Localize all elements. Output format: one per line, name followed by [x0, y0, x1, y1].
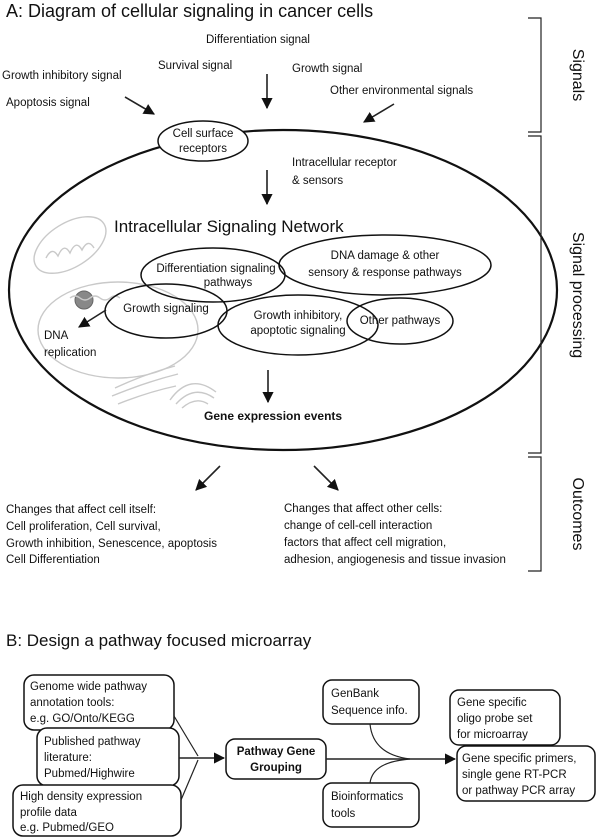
processing-side-label: Signal processing	[569, 232, 586, 358]
growth-signaling-label: Growth signaling	[123, 303, 209, 315]
differentiation-pathway-line-2: pathways	[204, 277, 253, 289]
oligo-line-1: Gene specific	[457, 697, 527, 709]
oligo-probe-box	[449, 689, 561, 746]
expression-data-box	[12, 784, 182, 837]
primers-line-3: or pathway PCR array	[462, 785, 575, 797]
nucleus-shape	[37, 281, 199, 379]
outcome-other-line: adhesion, angiogenesis and tissue invasi…	[284, 554, 506, 566]
bioinformatics-box	[322, 782, 420, 828]
intracellular-receptor-line-1: Intracellular receptor	[292, 157, 397, 169]
outcome-self-line: Growth inhibition, Senescence, apoptosis	[6, 538, 217, 550]
dna-damage-line-1: DNA damage & other	[331, 250, 440, 262]
outcome-other-line: factors that affect cell migration,	[284, 537, 446, 549]
genbank-line-2: Sequence info.	[331, 705, 408, 717]
part-b-title: B: Design a pathway focused microarray	[6, 631, 312, 650]
network-title: Intracellular Signaling Network	[114, 217, 344, 236]
genbank-line-1: GenBank	[331, 688, 379, 700]
dna-damage-pathway-oval	[278, 234, 492, 296]
outcome-self-line: Changes that affect cell itself:	[6, 504, 156, 516]
processing-bracket	[528, 135, 542, 454]
growth-inhibitory-line-1: Growth inhibitory,	[254, 310, 343, 322]
differentiation-signal-label: Differentiation signal	[206, 34, 310, 46]
differentiation-pathway-line-1: Differentiation signaling	[156, 263, 275, 275]
gene-expression-label: Gene expression events	[204, 409, 342, 423]
outcome-other-line: Changes that affect other cells:	[284, 503, 442, 515]
outcomes-self-block: Changes that affect cell itself: Cell pr…	[6, 504, 217, 566]
outcomes-other-block: Changes that affect other cells: change …	[284, 503, 506, 566]
mitochondrion-shape	[33, 216, 107, 274]
part-a-title: A: Diagram of cellular signaling in canc…	[6, 1, 373, 21]
literature-line-1: Published pathway	[44, 736, 141, 748]
growth-inhibitory-pathway-oval	[217, 294, 379, 356]
growth-signal-label: Growth signal	[292, 63, 362, 75]
genbank-box	[322, 679, 420, 725]
outcome-other-arrow	[313, 465, 339, 491]
receptors-line-1: Cell surface	[173, 128, 234, 140]
bioinformatics-line-1: Bioinformatics	[331, 791, 403, 803]
growth-inhibitory-arrow	[124, 96, 155, 115]
expression-connector	[180, 759, 199, 801]
genome-connector	[173, 715, 199, 757]
oligo-line-3: for microarray	[457, 729, 528, 741]
outcome-self-arrow	[195, 465, 221, 491]
grouping-line-1: Pathway Gene	[237, 746, 316, 758]
other-pathways-oval	[346, 297, 454, 345]
survival-signal-label: Survival signal	[158, 60, 232, 72]
expression-line-2: profile data	[20, 807, 78, 819]
apoptosis-signal-label: Apoptosis signal	[6, 97, 90, 109]
outcomes-side-label: Outcomes	[569, 478, 586, 551]
dna-replication-arrow	[78, 309, 107, 328]
receptors-line-2: receptors	[179, 143, 227, 155]
dna-damage-line-2: sensory & response pathways	[308, 267, 462, 279]
expression-line-3: e.g. Pubmed/GEO	[20, 822, 114, 834]
outcomes-bracket	[528, 456, 542, 572]
genome-line-3: e.g. GO/Onto/KEGG	[30, 713, 135, 725]
outcome-other-line: change of cell-cell interaction	[284, 520, 432, 532]
environment-arrow	[363, 103, 395, 123]
cell-membrane	[7, 128, 559, 452]
signals-side-label: Signals	[569, 49, 586, 101]
pcr-primers-box	[456, 745, 596, 802]
growth-inhibitory-line-2: apoptotic signaling	[250, 325, 345, 337]
outcome-self-line: Cell proliferation, Cell survival,	[6, 521, 161, 533]
genome-line-1: Genome wide pathway	[30, 681, 147, 693]
primers-line-1: Gene specific primers,	[462, 753, 576, 765]
signals-bracket	[528, 17, 542, 133]
other-pathways-label: Other pathways	[360, 315, 441, 327]
expression-line-1: High density expression	[20, 791, 142, 803]
organelle-decorations	[33, 216, 217, 409]
intracellular-receptor-line-2: & sensors	[292, 175, 343, 187]
genbank-connector	[369, 723, 411, 760]
bioinformatics-line-2: tools	[331, 808, 356, 820]
oligo-line-2: oligo probe set	[457, 713, 533, 725]
cell-surface-receptors-oval	[157, 120, 249, 162]
genome-line-2: annotation tools:	[30, 697, 114, 709]
growth-inhibitory-signal-label: Growth inhibitory signal	[2, 70, 122, 82]
bioinformatics-connector	[369, 758, 411, 784]
dna-replication-line-1: DNA	[44, 330, 69, 342]
literature-line-2: literature:	[44, 752, 92, 764]
dna-replication-line-2: replication	[44, 347, 96, 359]
primers-line-2: single gene RT-PCR	[462, 769, 567, 781]
other-environmental-signals-label: Other environmental signals	[330, 85, 473, 97]
literature-line-3: Pubmed/Highwire	[44, 768, 135, 780]
outcome-self-line: Cell Differentiation	[6, 554, 100, 566]
grouping-line-2: Grouping	[250, 762, 302, 774]
